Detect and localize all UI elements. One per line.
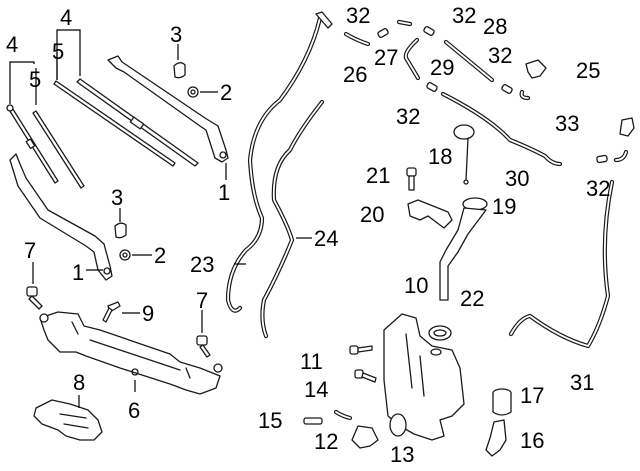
callout-15: 15 <box>258 408 282 433</box>
washer-hose-24 <box>260 99 325 339</box>
wiper-arm-lower <box>9 153 113 281</box>
callout-28: 28 <box>483 14 507 39</box>
callout-11: 11 <box>300 349 323 374</box>
callout-24: 24 <box>314 226 338 251</box>
elbow-33 <box>519 89 629 163</box>
callout-32: 32 <box>346 3 370 28</box>
callout-32: 32 <box>586 176 610 201</box>
callout-9: 9 <box>142 301 154 326</box>
callout-18: 18 <box>428 144 452 169</box>
nut-cap-upper <box>173 62 186 79</box>
callout-3: 3 <box>111 185 123 210</box>
callout-17: 17 <box>520 383 544 408</box>
washer-hose-23 <box>225 11 333 313</box>
callout-12: 12 <box>314 429 338 454</box>
callout-23: 23 <box>190 252 214 277</box>
callout-8: 8 <box>73 370 85 395</box>
nut-cap-lower <box>114 222 127 239</box>
callout-21: 21 <box>366 163 390 188</box>
callout-33: 33 <box>555 111 579 136</box>
callout-7: 7 <box>24 238 36 263</box>
hose-31 <box>508 179 615 349</box>
callout-14: 14 <box>304 377 328 402</box>
washer-pump <box>351 425 379 449</box>
wiper-blade-left <box>6 104 85 189</box>
callout-30: 30 <box>505 166 529 191</box>
neck-seal <box>428 325 452 341</box>
connector <box>303 417 323 425</box>
callout-32: 32 <box>452 3 476 28</box>
bolt-7-right <box>196 335 211 358</box>
washer-nozzle-upper <box>525 59 547 79</box>
callout-1: 1 <box>218 180 230 205</box>
callout-10: 10 <box>404 273 428 298</box>
callout-2: 2 <box>154 243 166 268</box>
hose-30 <box>440 91 563 167</box>
callout-13: 13 <box>390 442 414 467</box>
hose-29 <box>403 37 421 81</box>
callout-7: 7 <box>196 288 208 313</box>
bolt-9 <box>102 301 121 323</box>
callout-20: 20 <box>360 202 384 227</box>
pump-grommet <box>389 413 407 437</box>
neck-bracket <box>407 199 453 229</box>
bolt-7-left <box>26 286 43 310</box>
hose-26 <box>343 31 371 47</box>
callout-19: 19 <box>492 194 516 219</box>
wiper-motor <box>33 399 103 441</box>
callout-31: 31 <box>570 370 594 395</box>
callout-1: 1 <box>72 260 84 285</box>
callout-27: 27 <box>374 45 398 70</box>
callout-29: 29 <box>430 55 454 80</box>
callout-5: 5 <box>29 67 41 92</box>
hose-28 <box>443 39 495 83</box>
reservoir-bolts <box>349 345 377 383</box>
callout-5: 5 <box>52 39 64 64</box>
callout-25: 25 <box>576 58 600 83</box>
wiper-arm-upper <box>107 55 229 163</box>
callout-2: 2 <box>220 80 232 105</box>
callout-32: 32 <box>396 104 420 129</box>
level-sensor <box>485 419 507 457</box>
callout-16: 16 <box>520 428 544 453</box>
callout-22: 22 <box>460 286 484 311</box>
leader-lines <box>9 29 312 408</box>
check-valves <box>377 25 608 164</box>
sensor-grommet <box>492 388 512 416</box>
filler-cap <box>453 124 475 185</box>
filler-neck <box>439 197 488 301</box>
arm-nut-lower <box>119 249 131 261</box>
callout-32: 32 <box>488 43 512 68</box>
callout-4: 4 <box>6 32 18 57</box>
callout-26: 26 <box>343 62 367 87</box>
callout-4: 4 <box>60 5 72 30</box>
wiper-linkage <box>39 311 223 395</box>
elbow-27 <box>396 19 413 27</box>
bracket-bolt <box>406 167 417 191</box>
callout-6: 6 <box>128 398 140 423</box>
washer-nozzle-lower <box>619 117 635 137</box>
arm-nut-upper <box>187 86 199 98</box>
callout-3: 3 <box>170 22 182 47</box>
wiper-blade-right <box>53 78 199 167</box>
